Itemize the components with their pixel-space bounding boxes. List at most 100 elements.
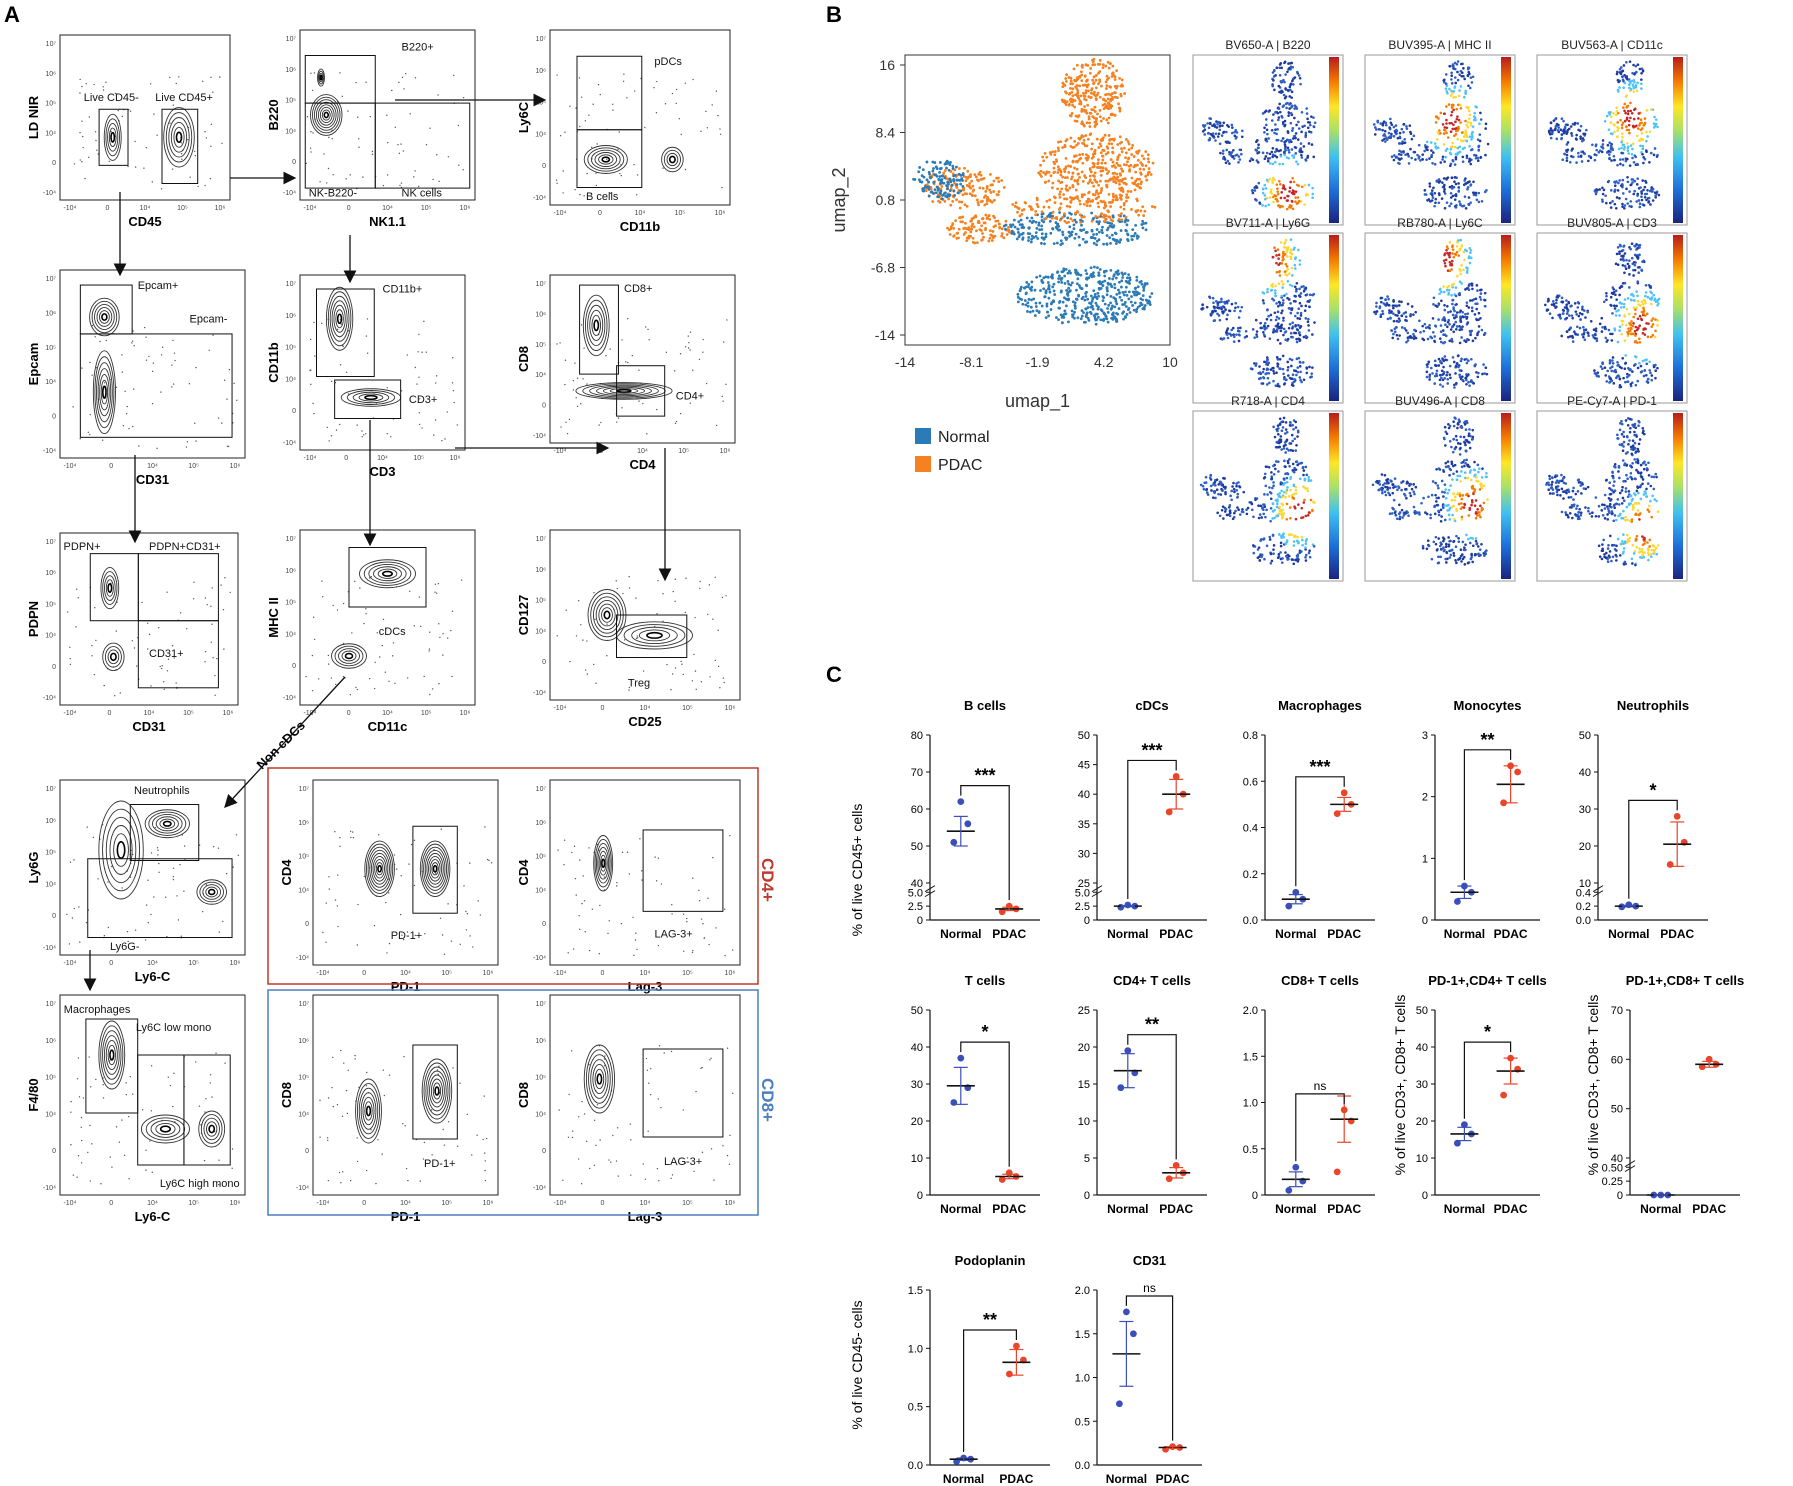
heatmap-cell-dot	[1279, 154, 1283, 158]
umap-cell-dot	[1088, 121, 1091, 125]
flow-event-dot	[95, 639, 97, 642]
flow-event-dot	[605, 355, 607, 357]
flow-contour	[317, 68, 325, 87]
umap-cell-dot	[931, 169, 935, 173]
flow-x-tick-label: -10⁴	[63, 710, 76, 717]
flow-y-tick-label: 10⁶	[285, 313, 296, 320]
heatmap-cell-dot	[1445, 105, 1448, 108]
flow-event-dot	[699, 587, 701, 590]
heatmap-cell-dot	[1623, 102, 1627, 106]
heatmap-cell-dot	[1573, 121, 1577, 125]
heatmap-cell-dot	[1395, 128, 1398, 132]
umap-cell-dot	[1084, 91, 1088, 95]
heatmap-cell-dot	[1457, 190, 1460, 193]
heatmap-cell-dot	[1455, 117, 1459, 121]
umap-cell-dot	[1084, 98, 1088, 102]
flow-x-axis-label: CD45	[128, 214, 161, 229]
heatmap-cell-dot	[1285, 199, 1289, 202]
flow-event-dot	[431, 688, 434, 690]
flow-event-dot	[609, 192, 612, 195]
flow-gate-label: PDPN+	[64, 541, 101, 553]
umap-cell-dot	[947, 197, 950, 201]
heatmap-cell-dot	[1222, 121, 1226, 125]
umap-cell-dot	[1139, 186, 1142, 190]
umap-cell-dot	[1057, 318, 1060, 322]
flow-event-dot	[192, 598, 195, 600]
flow-event-dot	[312, 132, 314, 134]
flow-contour	[94, 356, 115, 429]
heatmap-cell-dot	[1267, 203, 1271, 207]
umap-cell-dot	[1071, 87, 1075, 91]
flow-event-dot	[413, 625, 416, 627]
heatmap-cell-dot	[1387, 131, 1391, 135]
umap-cell-dot	[1094, 214, 1098, 218]
heatmap-cell-dot	[1294, 132, 1298, 135]
flow-plot-frame	[59, 34, 231, 201]
flow-event-dot	[223, 379, 226, 381]
umap-cell-dot	[1106, 209, 1110, 213]
heatmap-cell-dot	[1616, 129, 1619, 132]
heatmap-cell-dot	[1638, 202, 1642, 206]
flow-contour	[150, 1120, 181, 1138]
flow-event-dot	[568, 418, 571, 421]
flow-y-tick-label: -10⁴	[43, 1185, 56, 1192]
flow-event-dot	[115, 386, 118, 389]
flow-gate-label: B cells	[586, 191, 619, 203]
flow-y-tick-label: -10⁴	[283, 440, 296, 447]
heatmap-cell-dot	[1643, 117, 1647, 120]
flow-event-dot	[578, 928, 581, 931]
flow-event-dot	[635, 194, 638, 196]
umap-cell-dot	[1089, 200, 1092, 203]
umap-cell-dot	[1123, 272, 1127, 275]
umap-cell-dot	[1127, 148, 1131, 152]
flow-y-tick-label: 10⁶	[298, 1038, 309, 1045]
umap-cell-dot	[1067, 76, 1071, 79]
flow-event-dot	[612, 1134, 614, 1137]
heatmap-cell-dot	[1305, 112, 1309, 115]
umap-cell-dot	[1071, 171, 1075, 175]
heatmap-cell-dot	[1656, 153, 1659, 157]
flow-event-dot	[598, 424, 600, 426]
umap-cell-dot	[1125, 138, 1128, 141]
flow-event-dot	[634, 939, 637, 941]
flow-event-dot	[366, 352, 369, 354]
flow-contour	[315, 101, 337, 129]
umap-cell-dot	[1093, 178, 1097, 182]
flow-event-dot	[327, 1097, 330, 1099]
heatmap-cell-dot	[1294, 152, 1298, 155]
umap-cell-dot	[997, 190, 1001, 193]
heatmap-cell-dot	[1645, 139, 1648, 143]
flow-event-dot	[447, 1121, 450, 1123]
umap-cell-dot	[1024, 201, 1027, 205]
umap-cell-dot	[1137, 213, 1141, 217]
flow-event-dot	[625, 361, 627, 363]
flow-event-dot	[169, 122, 171, 124]
flow-event-dot	[398, 81, 400, 84]
flow-event-dot	[354, 1058, 356, 1060]
umap-cell-dot	[1073, 78, 1076, 82]
heatmap-cell-dot	[1455, 107, 1458, 111]
flow-event-dot	[654, 625, 656, 628]
heatmap-cell-dot	[1281, 121, 1285, 124]
umap-cell-dot	[955, 178, 959, 182]
umap-cell-dot	[1085, 230, 1089, 234]
flow-y-tick-label: 10⁵	[45, 101, 56, 108]
umap-cell-dot	[1068, 86, 1072, 90]
flow-event-dot	[414, 77, 417, 79]
umap-cell-dot	[1115, 292, 1119, 296]
flow-y-tick-label: -10⁴	[43, 190, 56, 197]
umap-cell-dot	[1063, 197, 1066, 201]
heatmap-cell-dot	[1265, 139, 1269, 143]
umap-cell-dot	[1030, 298, 1033, 302]
flow-event-dot	[418, 376, 420, 378]
umap-cell-dot	[1096, 266, 1099, 269]
umap-cell-dot	[1061, 233, 1065, 237]
flow-y-tick-label: 10⁴	[535, 628, 546, 635]
umap-cell-dot	[1004, 227, 1007, 231]
flow-event-dot	[79, 941, 81, 943]
flow-event-dot	[485, 1137, 488, 1140]
umap-cell-dot	[1067, 286, 1071, 290]
flow-event-dot	[156, 447, 158, 450]
heatmap-cell-dot	[1293, 104, 1297, 108]
heatmap-cell-dot	[1403, 141, 1407, 144]
